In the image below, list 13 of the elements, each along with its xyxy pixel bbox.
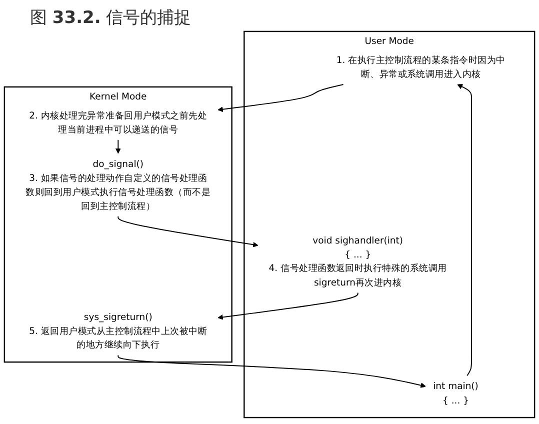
arrow xyxy=(218,292,358,320)
node-text: do_signal() 3. 如果信号的处理动作自定义的信号处理函数则回到用户模式执行信号处理函数（而不是回到主控制流程） xyxy=(26,158,211,212)
arrow xyxy=(218,84,344,112)
node-text: void sighandler(int) { ... } 4. 信号处理函数返回时执行特殊的系统调用sigreturn再次进内核 xyxy=(268,234,447,288)
arrow xyxy=(118,216,258,248)
arrow xyxy=(457,84,472,376)
node-text: 2. 内核处理完异常准备回用户模式之前先处理当前进程中可以递送的信号 xyxy=(29,110,208,135)
node-text: 1. 在执行主控制流程的某条指令时因为中断、异常或系统调用进入内核 xyxy=(336,54,506,80)
node-text: sys_sigreturn() 5. 返回用户模式从主控制流程中上次被中断的地方继续向下执行 xyxy=(29,311,208,350)
node-text: int main() { ... } xyxy=(433,380,478,406)
figure-title: 图 33.2. 信号的捕捉 xyxy=(30,7,192,29)
arrow xyxy=(118,354,426,388)
arrow xyxy=(115,139,121,154)
